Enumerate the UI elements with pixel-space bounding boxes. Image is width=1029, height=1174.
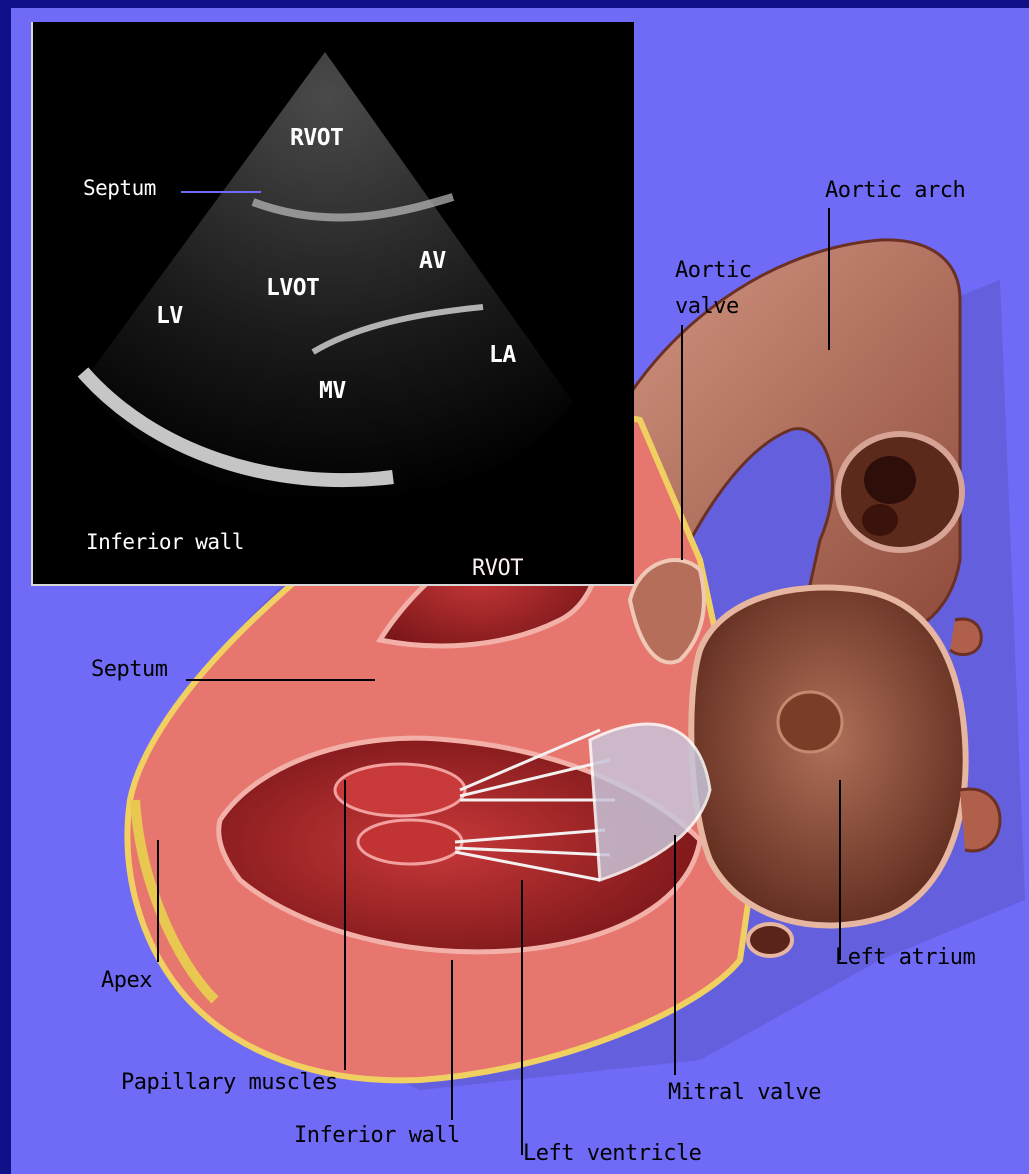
label-inferior-wall: Inferior wall bbox=[294, 1123, 460, 1149]
label-apex: Apex bbox=[101, 968, 152, 994]
label-aortic-valve-line1: Aortic bbox=[675, 258, 751, 284]
label-rvot: RVOT bbox=[472, 556, 523, 582]
label-mitral-valve: Mitral valve bbox=[668, 1080, 821, 1106]
label-aortic-arch: Aortic arch bbox=[825, 178, 965, 204]
label-left-atrium: Left atrium bbox=[835, 945, 975, 971]
label-papillary-muscles: Papillary muscles bbox=[121, 1070, 338, 1096]
label-septum: Septum bbox=[91, 657, 167, 683]
label-left-ventricle: Left ventricle bbox=[523, 1141, 701, 1167]
label-aortic-valve-line2: valve bbox=[675, 294, 739, 320]
